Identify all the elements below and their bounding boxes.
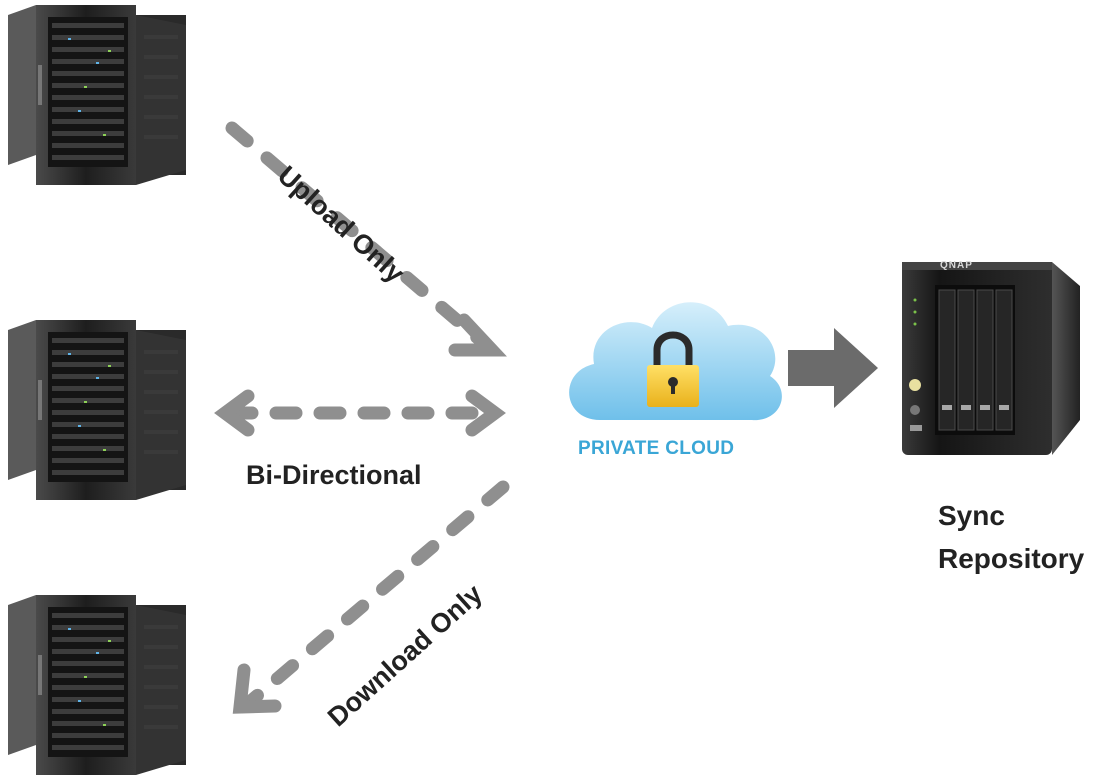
lock-icon <box>647 331 699 407</box>
sync-arrow <box>788 328 878 408</box>
bidirectional-label: Bi-Directional <box>246 460 422 490</box>
private-cloud-icon <box>569 302 782 421</box>
nas-device <box>902 262 1080 455</box>
bidirectional-arrow <box>214 389 506 437</box>
upload-arrow <box>225 121 507 357</box>
sync-repository-label-line2: Repository <box>938 543 1085 574</box>
qnap-logo: QNAP <box>940 260 973 271</box>
sync-repository-label-line1: Sync <box>938 500 1005 531</box>
server-rack-top <box>8 5 186 185</box>
private-cloud-label: PRIVATE CLOUD <box>578 438 735 459</box>
server-rack-bottom <box>8 595 186 775</box>
server-rack-middle <box>8 320 186 500</box>
download-arrow <box>232 480 510 714</box>
